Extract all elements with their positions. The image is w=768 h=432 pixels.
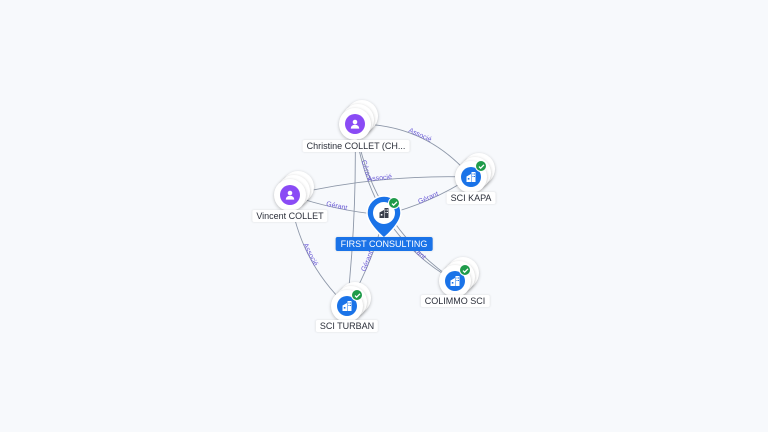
building-icon bbox=[337, 296, 357, 316]
node-label-sci-kapa: SCI KAPA bbox=[446, 192, 496, 204]
building-icon bbox=[445, 271, 465, 291]
node-label-christine: Christine COLLET (CH... bbox=[302, 140, 410, 152]
edge-label-vincent-kapa: Associé bbox=[367, 174, 392, 183]
node-label-colimmo-sci: COLIMMO SCI bbox=[420, 295, 490, 307]
building-icon bbox=[376, 205, 392, 221]
verified-check-icon bbox=[475, 160, 487, 172]
verified-check-icon bbox=[459, 264, 471, 276]
node-label-vincent: Vincent COLLET bbox=[252, 210, 328, 222]
edge-label-first-kapa: Gérant bbox=[417, 191, 439, 206]
node-label-first-consulting: FIRST CONSULTING bbox=[335, 237, 433, 251]
edge-label-first-turban: Gérant bbox=[361, 250, 376, 273]
edge-label-vincent-first: Gérant bbox=[325, 201, 347, 212]
node-label-sci-turban: SCI TURBAN bbox=[315, 320, 379, 332]
edge-label-christine-kapa: Associé bbox=[407, 127, 432, 144]
building-icon bbox=[461, 167, 481, 187]
person-icon bbox=[280, 185, 300, 205]
person-icon bbox=[345, 114, 365, 134]
verified-check-icon bbox=[351, 289, 363, 301]
edge-label-vincent-turban: Associé bbox=[301, 242, 318, 267]
verified-check-icon bbox=[388, 197, 400, 209]
